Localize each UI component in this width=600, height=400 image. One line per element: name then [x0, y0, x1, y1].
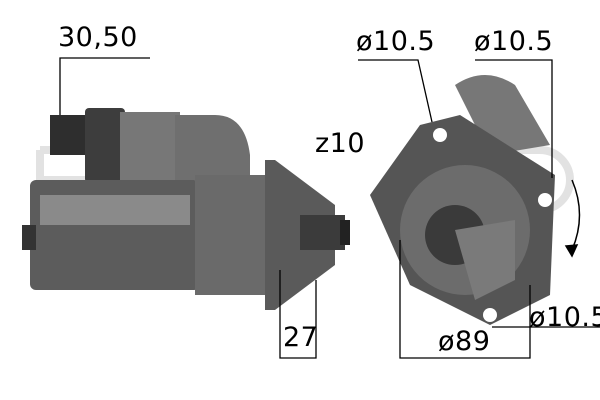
hole-top-left-label: ø10.5 — [356, 26, 436, 57]
pinion-length-label: 27 — [283, 322, 319, 353]
hole-top-right-label: ø10.5 — [474, 26, 554, 57]
dimension-lines — [59, 57, 600, 359]
clockwise-arrow-icon — [564, 179, 581, 258]
teeth-count-label: z10 — [315, 128, 366, 159]
flange-diameter-label: ø89 — [438, 326, 491, 357]
starter-front-view — [370, 75, 555, 325]
hole-bottom-label: ø10.5 — [529, 302, 600, 333]
starter-side-view — [22, 108, 350, 310]
terminals-label: 30,50 — [58, 22, 138, 53]
